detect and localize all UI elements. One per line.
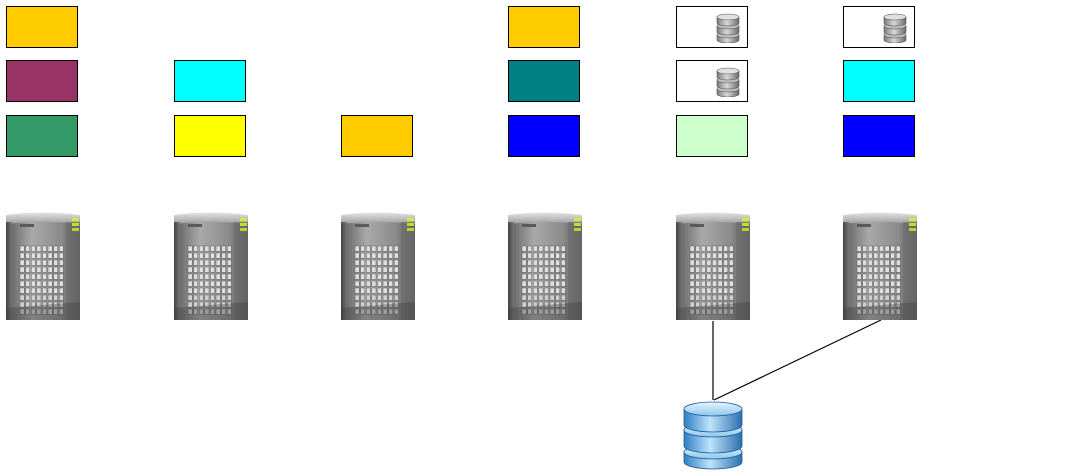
block-col6-row3 — [843, 115, 915, 157]
block-col2-row2 — [174, 60, 246, 102]
block-col4-row1 — [508, 6, 580, 48]
server-icon[interactable] — [843, 212, 917, 320]
block-col5-row3 — [676, 115, 748, 157]
block-col5-row1 — [676, 6, 748, 48]
block-col6-row1 — [843, 6, 915, 48]
server-icon[interactable] — [676, 212, 750, 320]
block-col2-row3 — [174, 115, 246, 157]
database-icon[interactable] — [682, 400, 744, 470]
mini-database-icon — [716, 13, 740, 43]
mini-database-icon — [883, 13, 907, 43]
block-col6-row2 — [843, 60, 915, 102]
link-server6-database — [713, 319, 882, 401]
block-col1-row3 — [6, 115, 78, 157]
block-col1-row1 — [6, 6, 78, 48]
block-col3-row3 — [341, 115, 413, 157]
block-col5-row2 — [676, 60, 748, 102]
server-icon[interactable] — [174, 212, 248, 320]
block-col4-row2 — [508, 60, 580, 102]
block-col4-row3 — [508, 115, 580, 157]
mini-database-icon — [716, 67, 740, 97]
server-icon[interactable] — [341, 212, 415, 320]
block-col1-row2 — [6, 60, 78, 102]
server-icon[interactable] — [6, 212, 80, 320]
server-icon[interactable] — [508, 212, 582, 320]
